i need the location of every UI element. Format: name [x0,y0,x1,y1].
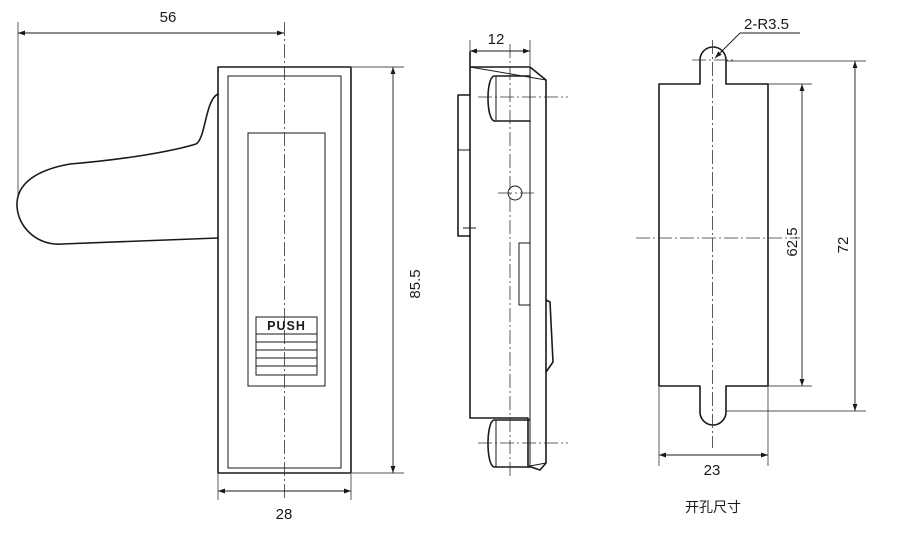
side-lever-tab [545,299,554,373]
dim-overall-height: 72 [835,237,852,254]
dim-cutout-width: 23 [704,462,721,479]
dim-body-height: 85.5 [407,269,424,298]
dim-depth: 12 [488,31,505,48]
push-button-label: PUSH [267,319,306,333]
side-view: 12 [457,31,568,476]
cutout-view: 2-R3.5 62.5 72 23 开孔尺寸 [636,16,866,516]
cutout-outline [658,46,769,426]
side-back-plate [469,51,547,471]
dim-radius: 2-R3.5 [744,16,789,33]
handle-outline [16,93,219,245]
dim-handle-reach: 56 [160,9,177,26]
cutout-caption: 开孔尺寸 [685,500,741,516]
push-button [255,316,318,376]
button-recess [247,132,326,387]
front-view: PUSH 56 28 85.5 [16,9,424,523]
bottom-stud [487,419,531,468]
dim-hole-pitch: 62.5 [784,227,801,256]
dim-body-width: 28 [276,506,293,523]
top-stud [487,75,531,122]
side-flange [457,94,471,237]
side-bar [518,242,531,306]
